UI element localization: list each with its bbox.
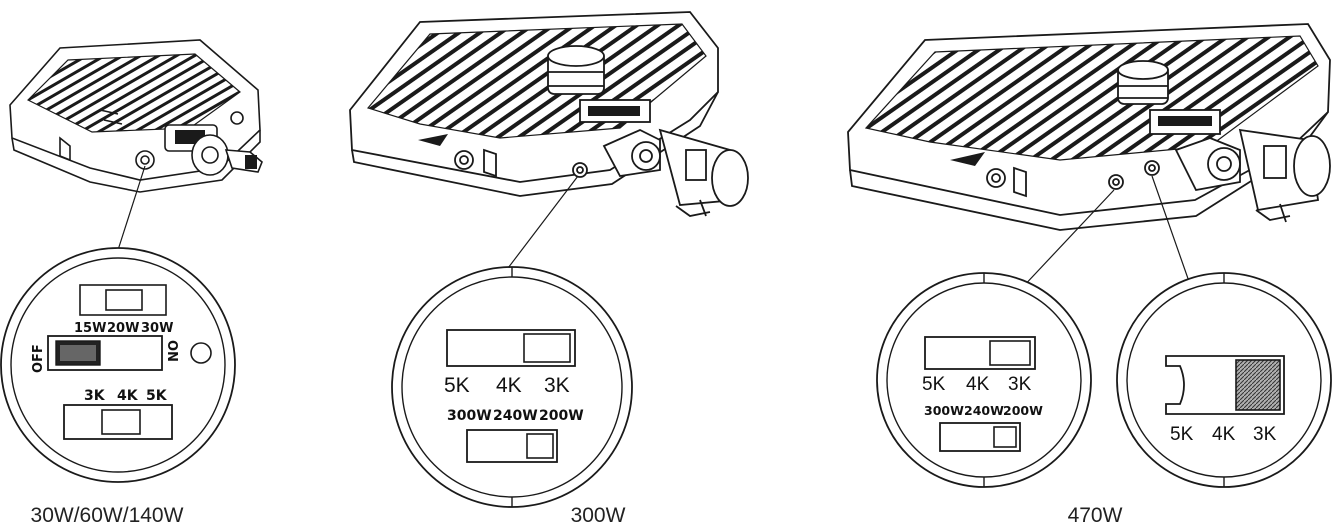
cct2-label-4k: 4K xyxy=(496,374,522,397)
leader-line-3a xyxy=(1019,189,1115,291)
detail-circle-3a xyxy=(876,272,1092,488)
cct-label-5k: 5K xyxy=(146,388,168,404)
cct2-label-5k: 5K xyxy=(444,374,470,397)
leader-line-3b xyxy=(1151,175,1193,291)
cct3b-label-5k: 5K xyxy=(1170,424,1194,445)
watt3-label-240w: 240W xyxy=(964,403,1004,418)
watt2-label-240w: 240W xyxy=(493,408,538,424)
caption-470w: 470W xyxy=(1068,504,1123,527)
cct-label-3k: 3K xyxy=(84,388,106,404)
cct2-label-3k: 3K xyxy=(544,374,570,397)
fixture-large xyxy=(847,23,1331,231)
cct-slide-knob[interactable] xyxy=(1235,359,1281,411)
detail-circle-3b xyxy=(1116,272,1332,488)
watt-label-15w: 15W xyxy=(74,321,106,336)
off-label: OFF xyxy=(31,344,46,373)
cct3-label-3k: 3K xyxy=(1008,374,1032,395)
cct-switch-2-knob[interactable] xyxy=(523,333,571,363)
leader-line-1 xyxy=(117,165,146,251)
wattage-switch-1-knob[interactable] xyxy=(105,289,143,311)
wattage-switch-3-knob[interactable] xyxy=(993,426,1017,448)
detail-circle-1 xyxy=(0,247,236,483)
wattage-switch-2-knob[interactable] xyxy=(526,433,554,459)
watt3-label-300w: 300W xyxy=(924,403,964,418)
watt3-label-200w: 200W xyxy=(1003,403,1043,418)
watt2-label-200w: 200W xyxy=(539,408,584,424)
caption-300w: 300W xyxy=(571,504,626,527)
watt-label-30w: 30W xyxy=(141,321,173,336)
caption-30w-60w-140w: 30W/60W/140W xyxy=(31,504,184,527)
cct3-label-5k: 5K xyxy=(922,374,946,395)
indicator-led xyxy=(190,342,212,364)
cct3-label-4k: 4K xyxy=(966,374,990,395)
detail-circle-2 xyxy=(391,266,633,508)
cct3b-label-3k: 3K xyxy=(1253,424,1277,445)
leader-line-2 xyxy=(504,175,579,273)
fixture-small xyxy=(9,39,263,193)
watt2-label-300w: 300W xyxy=(447,408,492,424)
cct-label-4k: 4K xyxy=(117,388,139,404)
cct-switch-3-knob[interactable] xyxy=(989,340,1031,366)
cct-switch-1-knob[interactable] xyxy=(101,409,141,435)
fixture-medium xyxy=(349,11,749,217)
on-label: ON xyxy=(164,340,179,362)
cct3b-label-4k: 4K xyxy=(1212,424,1236,445)
watt-label-20w: 20W xyxy=(107,321,139,336)
